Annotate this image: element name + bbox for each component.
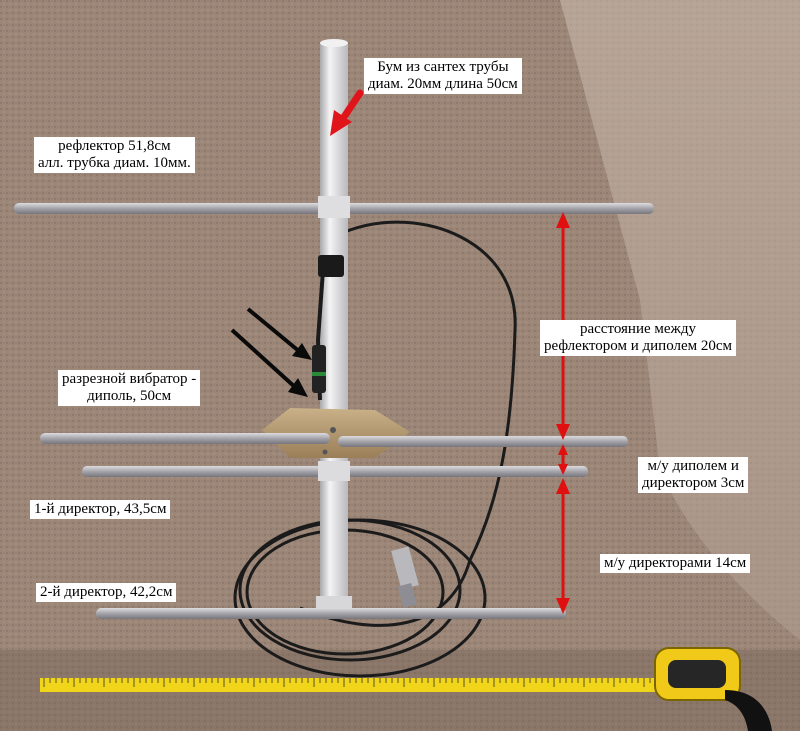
reflector-label: рефлектор 51,8см алл. трубка диам. 10мм. [34, 137, 195, 173]
spacing-reflector-dipole-label: расстояние между рефлектором и диполем 2… [540, 320, 737, 356]
dipole-rod-right [338, 436, 628, 447]
balun-band [312, 372, 326, 376]
dipole-label: разрезной вибратор - диполь, 50см [58, 370, 201, 406]
dipole-rod-left [40, 433, 330, 444]
boom-end-cap [320, 39, 348, 47]
director-2-rod [96, 608, 566, 619]
cable-connector [391, 546, 419, 608]
boom-label: Бум из сантех трубы диам. 20мм длина 50с… [364, 58, 522, 94]
tape-measure-case [654, 647, 772, 731]
red-arrow-icon [330, 89, 364, 136]
reflector-clamp [318, 196, 350, 218]
cable-balun [312, 345, 326, 393]
black-arrow-icon [230, 307, 312, 397]
director-1-label: 1-й директор, 43,5см [30, 500, 171, 519]
spacing-directors-label: м/у директорами 14см [600, 554, 751, 573]
ferrite-ring [318, 255, 344, 277]
director-1-clamp [318, 461, 350, 481]
spacing-dipole-director-label: м/у диполем и директором 3см [638, 457, 749, 493]
tape-ticks [43, 678, 675, 687]
boom-pipe [320, 42, 348, 612]
director-2-label: 2-й директор, 42,2см [36, 583, 177, 602]
